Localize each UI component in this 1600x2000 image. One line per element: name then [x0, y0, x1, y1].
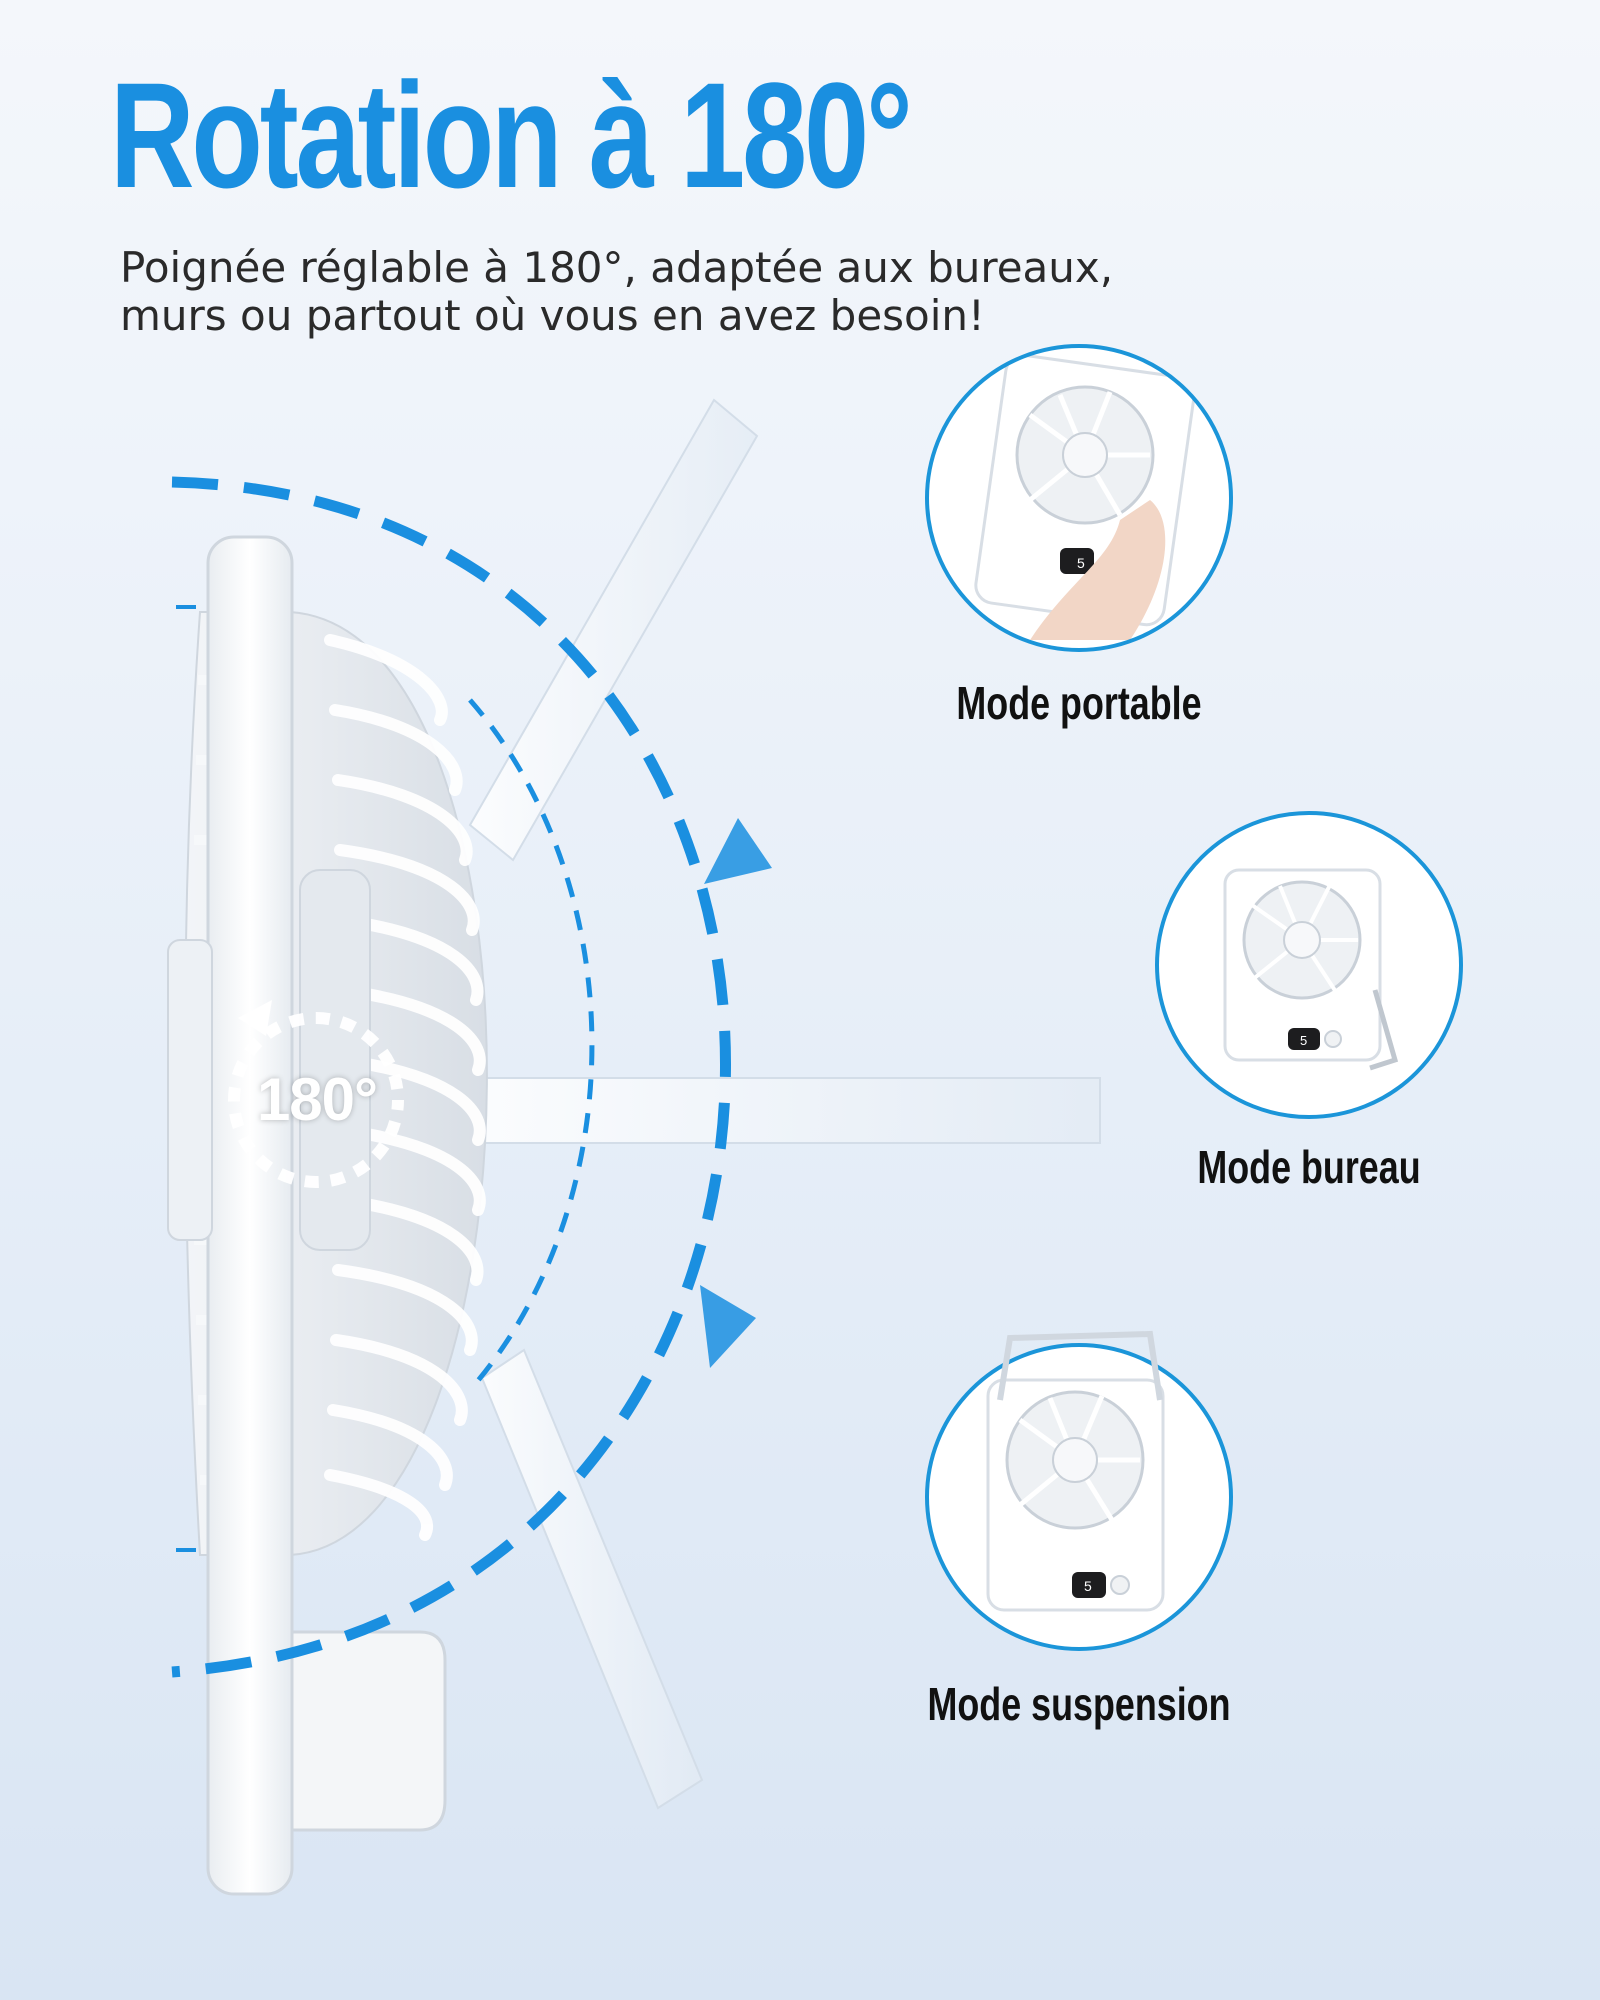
mode-bureau-digit: 5: [1300, 1033, 1307, 1048]
rotation-outer-arc: [171, 476, 731, 1678]
mode-bureau-label: Mode bureau: [1197, 1141, 1421, 1193]
handle-ghost-horizontal: [469, 1077, 1101, 1144]
direction-arrow-up-icon: [704, 818, 772, 884]
subtitle-line-1: Poignée réglable à 180°, adaptée aux bur…: [120, 243, 1114, 292]
page-subtitle: Poignée réglable à 180°, adaptée aux bur…: [120, 244, 1220, 340]
mode-portable-label: Mode portable: [956, 677, 1202, 729]
mode-portable-illustration: [925, 344, 1233, 652]
rotation-badge-label: 180°: [256, 1066, 378, 1133]
mode-suspension-illustration: [925, 1330, 1233, 1651]
page-title: Rotation à 180°: [110, 51, 913, 219]
mode-suspension-digit: 5: [1084, 1578, 1092, 1594]
direction-arrow-down-icon: [700, 1285, 756, 1368]
mode-suspension-label: Mode suspension: [927, 1678, 1231, 1730]
mode-portable-digit: 5: [1077, 555, 1085, 571]
mode-bureau-illustration: [1155, 811, 1463, 1119]
subtitle-line-2: murs ou partout où vous en avez besoin!: [120, 291, 985, 340]
handle-ghost-upper: [468, 398, 759, 862]
rotation-arrow-icon: [228, 1000, 404, 1188]
rotation-inner-arc: [468, 698, 595, 1392]
fan-body-side-view: [167, 535, 488, 1896]
handle-ghost-lower: [480, 1348, 704, 1810]
